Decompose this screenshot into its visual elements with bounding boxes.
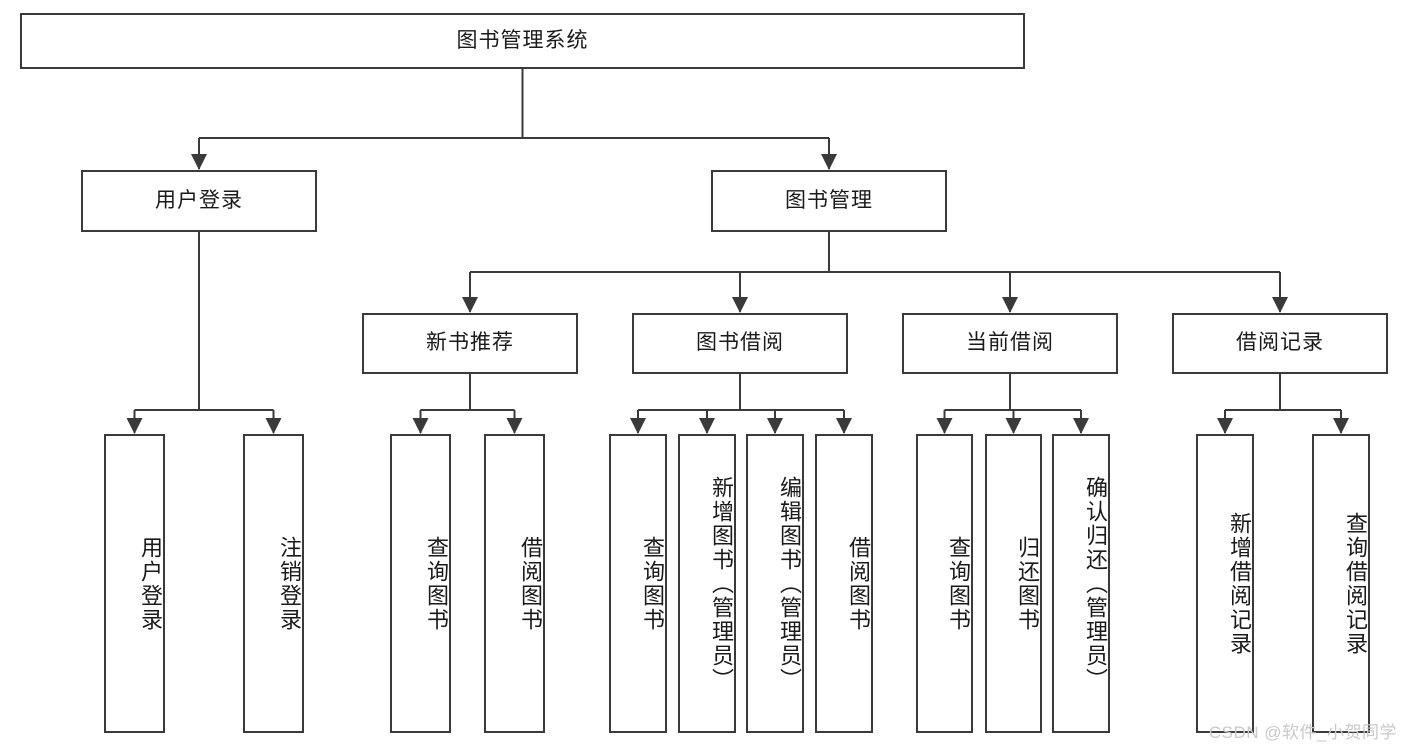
connector-arrowhead	[1217, 418, 1233, 434]
connector-arrowhead	[1002, 297, 1018, 313]
connector-arrowhead	[821, 154, 837, 170]
connector-arrowhead	[462, 297, 478, 313]
node-newbooks: 新书推荐	[362, 313, 578, 374]
node-leaf-2: 注销登录	[243, 434, 304, 733]
connector-arrowhead	[630, 418, 646, 434]
node-label: 查询图书	[640, 535, 665, 632]
connector-arrowhead	[506, 418, 523, 434]
node-leaf-13: 查询借阅记录	[1312, 434, 1370, 733]
node-leaf-9: 查询图书	[916, 434, 973, 733]
node-leaf-6: 新增图书（管理员）	[678, 434, 736, 733]
node-borrowlog: 借阅记录	[1172, 313, 1388, 374]
connector-arrowhead	[1333, 418, 1349, 434]
node-leaf-8: 借阅图书	[815, 434, 873, 733]
node-label: 当前借阅	[966, 331, 1054, 355]
node-leaf-11: 确认归还（管理员）	[1052, 434, 1110, 733]
node-leaf-5: 查询图书	[609, 434, 667, 733]
connector-arrowhead	[191, 154, 207, 170]
node-label: 注销登录	[277, 535, 302, 632]
node-label: 借阅记录	[1236, 331, 1324, 355]
connector-arrowhead	[126, 418, 143, 434]
node-leaf-10: 归还图书	[985, 434, 1042, 733]
connector-arrowhead	[1272, 297, 1288, 313]
node-label: 图书借阅	[696, 331, 784, 355]
node-leaf-12: 新增借阅记录	[1196, 434, 1254, 733]
node-label: 编辑图书（管理员）	[777, 475, 802, 692]
node-leaf-1: 用户登录	[104, 434, 165, 733]
node-bookmgmt: 图书管理	[711, 170, 947, 232]
node-login: 用户登录	[81, 170, 317, 232]
node-label: 查询借阅记录	[1343, 511, 1368, 656]
node-label: 确认归还（管理员）	[1083, 475, 1108, 692]
node-label: 新书推荐	[426, 331, 514, 355]
node-label: 查询图书	[424, 535, 449, 632]
node-label: 图书管理	[785, 188, 873, 212]
node-label: 归还图书	[1015, 535, 1040, 632]
node-currborrow: 当前借阅	[902, 313, 1118, 374]
node-label: 图书管理系统	[456, 28, 589, 52]
connector-arrowhead	[767, 418, 783, 434]
node-leaf-3: 查询图书	[390, 434, 451, 733]
node-label: 查询图书	[946, 535, 971, 632]
connector-arrowhead	[1073, 418, 1089, 434]
node-borrowbook: 图书借阅	[632, 313, 848, 374]
node-label: 新增图书（管理员）	[709, 475, 734, 692]
node-label: 新增借阅记录	[1227, 511, 1252, 656]
root-node: 图书管理系统	[20, 13, 1025, 69]
connector-arrowhead	[412, 418, 429, 434]
node-leaf-7: 编辑图书（管理员）	[746, 434, 804, 733]
connector-arrowhead	[265, 418, 282, 434]
node-leaf-4: 借阅图书	[484, 434, 545, 733]
watermark-text: CSDN @软件_小贺同学	[1208, 723, 1397, 742]
node-label: 借阅图书	[846, 535, 871, 632]
connector-arrowhead	[1005, 418, 1022, 434]
node-label: 借阅图书	[518, 535, 543, 632]
connector-arrowhead	[732, 297, 748, 313]
connector-arrowhead	[836, 418, 852, 434]
connector-arrowhead	[936, 418, 953, 434]
node-label: 用户登录	[155, 188, 243, 212]
connector-arrowhead	[699, 418, 715, 434]
node-label: 用户登录	[138, 535, 163, 632]
